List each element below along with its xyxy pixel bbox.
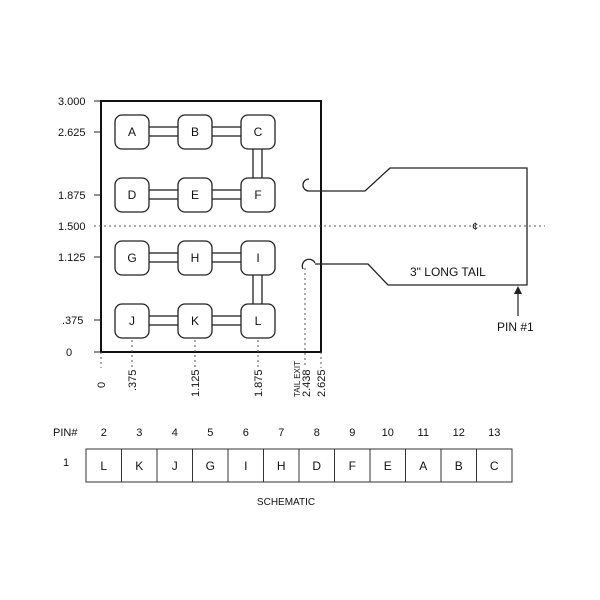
schematic-cell-label-f: F	[349, 459, 356, 473]
schematic-cell-f	[334, 448, 371, 483]
tail-length-label: 3" LONG TAIL	[410, 265, 486, 279]
key-f-label: F	[254, 188, 261, 202]
key-c[interactable]: C	[240, 114, 276, 150]
key-d-label: D	[128, 188, 137, 202]
key-e-label: E	[191, 188, 199, 202]
x-axis: 0 .375 1.125 1.875 TAIL EXIT 2.438 2.625	[96, 361, 328, 397]
schematic-cell-g	[192, 448, 229, 483]
schematic-cell-a	[405, 448, 442, 483]
schematic-pin-number-7: 7	[278, 427, 284, 439]
schematic-cell-label-d: D	[312, 459, 321, 473]
key-h[interactable]: H	[177, 240, 213, 276]
y-label-1125: 1.125	[58, 252, 86, 264]
schematic-pin-number-9: 9	[349, 427, 355, 439]
schematic-pin-number-12: 12	[453, 427, 465, 439]
x-label-1125: 1.125	[190, 369, 202, 397]
key-i[interactable]: I	[240, 240, 276, 276]
schematic-pin-number-11: 11	[418, 427, 429, 439]
schematic-cell-label-i: I	[244, 459, 247, 473]
schematic-cell-label-b: B	[455, 459, 463, 473]
key-g-label: G	[127, 251, 136, 265]
schematic-cell-b	[440, 448, 477, 483]
key-i-label: I	[256, 251, 259, 265]
y-label-2625: 2.625	[58, 127, 86, 139]
keys: A B C D E F G H	[114, 114, 276, 339]
key-k[interactable]: K	[177, 303, 213, 339]
key-g[interactable]: G	[114, 240, 150, 276]
x-label-2625: 2.625	[316, 369, 328, 397]
pin1-label: PIN #1	[497, 320, 534, 334]
schematic-cell-k	[121, 448, 158, 483]
key-j-label: J	[129, 314, 135, 328]
key-c-label: C	[254, 125, 263, 139]
schematic-cell-label-h: H	[277, 459, 286, 473]
pin1-arrowhead	[514, 286, 522, 294]
y-label-1875: 1.875	[58, 190, 86, 202]
schematic-cell-c	[476, 448, 513, 483]
schematic-pin-number-10: 10	[382, 427, 394, 439]
schematic-pin-number-2: 2	[101, 427, 107, 439]
key-b[interactable]: B	[177, 114, 213, 150]
x-guides	[100, 268, 322, 368]
key-h-label: H	[191, 251, 200, 265]
schematic-cell-l	[85, 448, 122, 483]
schematic-pin-header: PIN#	[53, 427, 78, 439]
schematic-pin-number-5: 5	[207, 427, 213, 439]
y-label-1500: 1.500	[58, 221, 86, 233]
schematic-cell-d	[298, 448, 335, 483]
key-l[interactable]: L	[240, 303, 276, 339]
schematic-cell-label-c: C	[490, 459, 499, 473]
key-l-label: L	[255, 314, 262, 328]
schematic-pin-number-6: 6	[243, 427, 249, 439]
key-a-label: A	[128, 125, 136, 139]
flex-tail-outline	[309, 167, 528, 286]
tail-hook-lower	[301, 258, 316, 270]
x-label-0375: .375	[127, 370, 139, 391]
schematic-pin-number-8: 8	[314, 427, 320, 439]
y-label-0: 0	[66, 347, 72, 359]
x-label-2438: 2.438	[301, 369, 313, 397]
schematic-cell-label-k: K	[135, 459, 143, 473]
schematic-pin-numbers: 2 3 4 5 6 7 8 9 10 11 12 13	[101, 427, 501, 439]
centerline-symbol: ¢	[472, 221, 478, 233]
key-f[interactable]: F	[240, 177, 276, 213]
key-e[interactable]: E	[177, 177, 213, 213]
schematic-cell-label-j: J	[172, 459, 178, 473]
y-label-0375: .375	[62, 315, 83, 327]
schematic-cell-h	[263, 448, 300, 483]
tail-exit-label: TAIL EXIT	[293, 361, 302, 397]
schematic-cell-e	[369, 448, 406, 483]
schematic: PIN# 1 2 3 4 5 6 7 8 9 10 11 12 13 L K J G I H D F E A B C SCH…	[53, 427, 513, 508]
key-j[interactable]: J	[114, 303, 150, 339]
schematic-pin-number-3: 3	[136, 427, 142, 439]
schematic-cell-label-a: A	[419, 459, 427, 473]
key-k-label: K	[191, 314, 199, 328]
schematic-common-pin: 1	[63, 457, 69, 469]
schematic-pin-number-4: 4	[172, 427, 178, 439]
x-label-0: 0	[96, 382, 108, 388]
schematic-pin-number-13: 13	[488, 427, 500, 439]
tail-hook-upper	[302, 178, 310, 192]
schematic-cell-label-l: L	[100, 459, 107, 473]
schematic-title: SCHEMATIC	[257, 497, 315, 508]
key-a[interactable]: A	[114, 114, 150, 150]
schematic-cell-label-g: G	[206, 459, 215, 473]
x-label-1875: 1.875	[253, 369, 265, 397]
key-d[interactable]: D	[114, 177, 150, 213]
schematic-cell-j	[156, 448, 193, 483]
y-label-3000: 3.000	[58, 96, 86, 108]
y-axis: 3.000 2.625 1.875 1.500 1.125 .375 0	[58, 96, 100, 359]
key-b-label: B	[191, 125, 199, 139]
schematic-cell-label-e: E	[384, 459, 392, 473]
